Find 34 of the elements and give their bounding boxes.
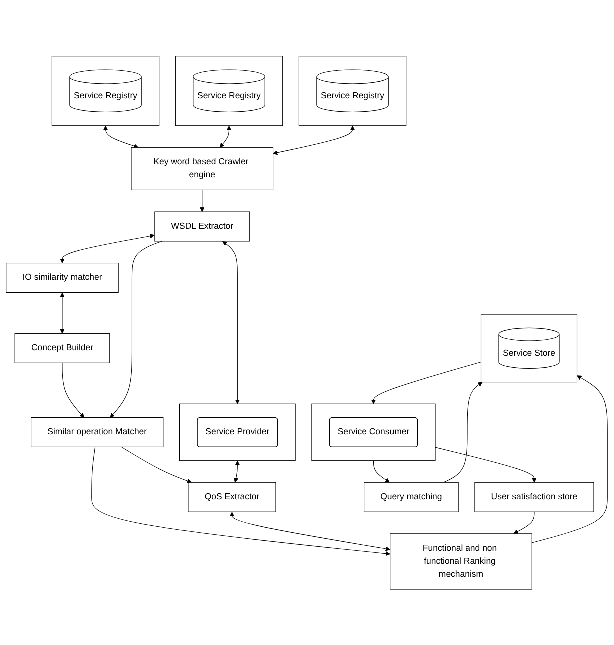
arrow (121, 446, 192, 483)
arrow (514, 511, 535, 534)
cluster (52, 56, 160, 126)
arrow (92, 446, 391, 556)
node-box: WSDL Extractor (154, 211, 250, 242)
arrow (371, 362, 482, 404)
node-box: IO similarity matcher (6, 262, 119, 293)
arrow (222, 240, 240, 404)
cluster (180, 403, 296, 461)
arrow (220, 125, 232, 148)
arrow (230, 512, 391, 551)
arrow (234, 460, 240, 482)
arrow (443, 382, 483, 482)
arrow (373, 460, 390, 482)
arrow (273, 125, 356, 155)
arrow (60, 233, 155, 264)
cluster (298, 56, 407, 126)
arrow (103, 125, 139, 148)
arrow (532, 375, 608, 543)
cluster (312, 403, 436, 461)
arrow (62, 362, 84, 418)
arrow (60, 292, 65, 334)
node-box: QoS Extractor (188, 482, 276, 512)
arrow (200, 189, 205, 212)
node-box: Similar operation Matcher (31, 417, 164, 448)
node-box: Query matching (364, 482, 459, 512)
node-box: Key word based Crawler engine (131, 146, 274, 190)
cluster (480, 314, 578, 382)
arrow (435, 446, 537, 482)
arrow (110, 240, 162, 418)
node-box: User satisfaction store (474, 482, 594, 512)
node-box: Concept Builder (14, 332, 110, 363)
node-box: Functional and non functional Ranking mechanism (390, 533, 532, 590)
cluster (175, 56, 284, 126)
